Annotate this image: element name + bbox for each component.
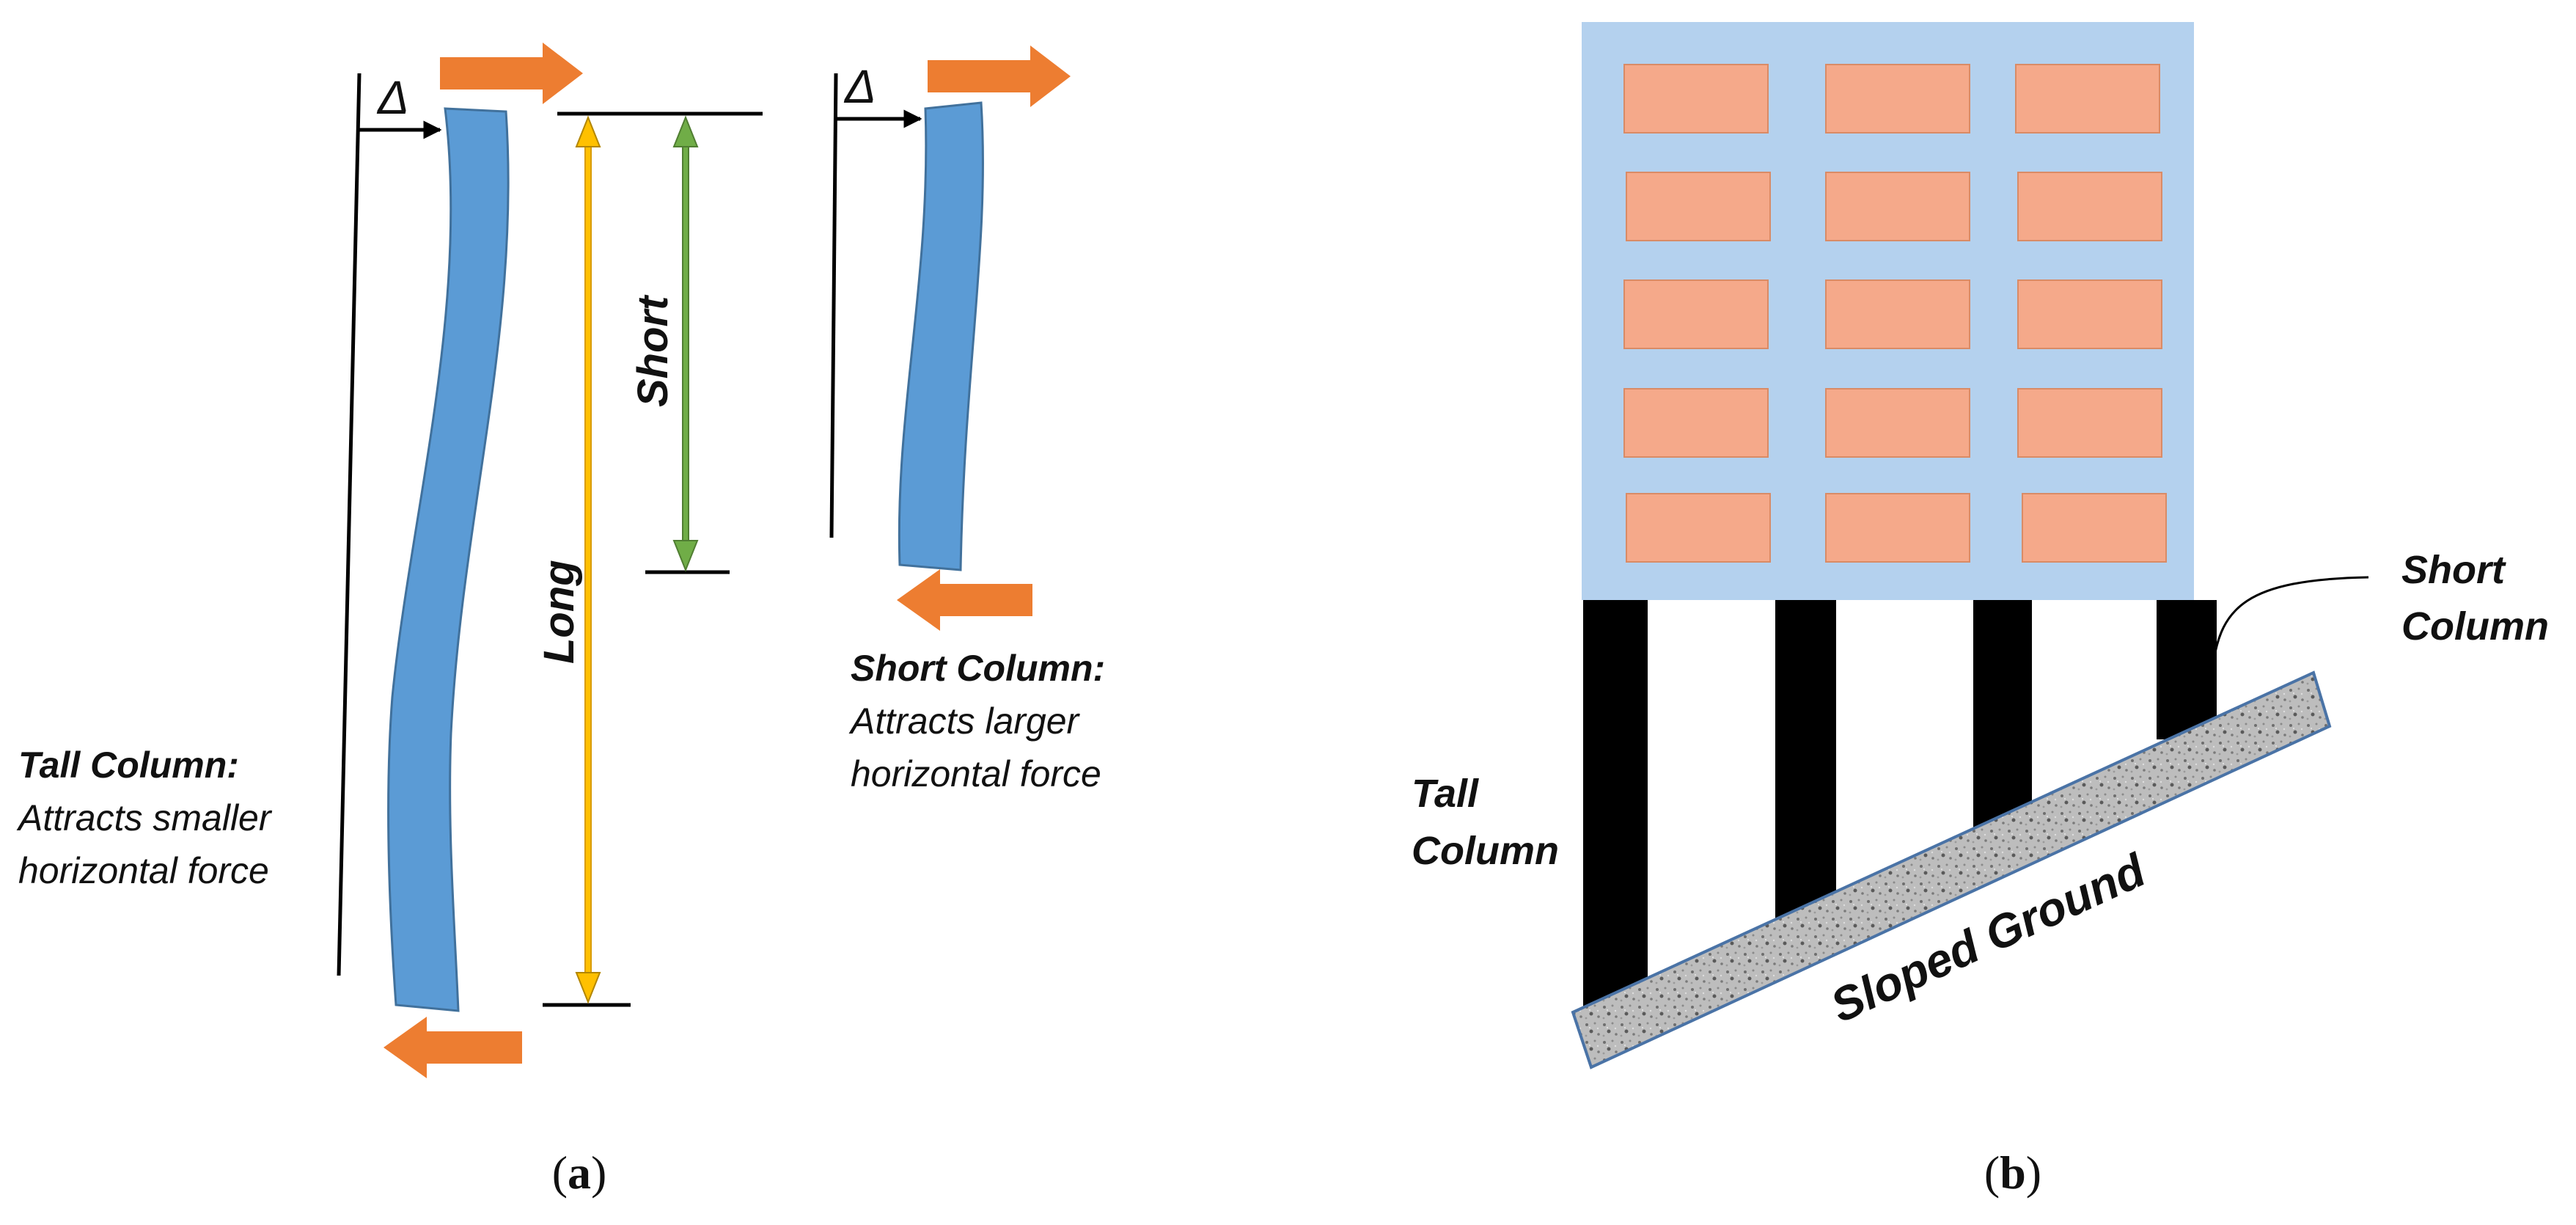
window [1825,388,1970,458]
panel-a: Δ Long Short Δ [16,43,1105,1199]
tall-column-label-line1: Tall [1412,772,1479,816]
long-label: Long [535,560,583,664]
short-column [898,101,984,571]
tall-bottom-force-arrow [384,1017,522,1078]
short-column-callout [2212,576,2369,665]
tall-top-force-arrow [440,43,583,104]
window [2022,493,2167,563]
short-delta-symbol: Δ [843,60,876,113]
short-column-label-line1: Short [2401,548,2506,592]
window [1626,493,1771,563]
tall-delta-symbol: Δ [376,71,409,124]
pier-short [2157,600,2217,739]
window-grid [1623,64,2167,563]
short-column-title: Short Column: [851,648,1105,689]
short-bottom-force-arrow [897,569,1032,631]
window [1623,388,1769,458]
panel-b: Sloped Ground Short Column Tall Column (… [1412,22,2549,1199]
short-dimension [672,115,699,572]
tall-column-title: Tall Column: [18,745,239,786]
window [1623,279,1769,349]
short-top-force-arrow [928,45,1071,107]
window [2017,388,2162,458]
pier-3 [1973,600,2032,835]
window [1825,279,1970,349]
window [2015,64,2160,134]
short-reference-line [829,73,838,538]
tall-column-desc-line2: horizontal force [18,850,269,891]
window [1825,64,1970,134]
tall-column-label-line2: Column [1412,829,1559,873]
caption-a: (a) [552,1147,607,1199]
window [1825,172,1970,241]
window [1626,172,1771,241]
window [1623,64,1769,134]
short-column-desc-line2: horizontal force [851,753,1101,794]
short-column-desc-line1: Attracts larger [848,701,1081,742]
tall-reference-line [337,73,362,976]
long-dimension [575,115,601,1004]
window [2017,279,2162,349]
caption-b: (b) [1984,1147,2041,1199]
pier-tall [1583,600,1648,1011]
short-column-label-line2: Column [2401,604,2549,648]
window [1825,493,1970,563]
short-label: Short [629,294,677,407]
sloped-ground [1571,670,2332,1069]
tall-column [387,107,510,1012]
pier-2 [1775,600,1836,923]
window [2017,172,2162,241]
tall-column-desc-line1: Attracts smaller [16,797,273,838]
